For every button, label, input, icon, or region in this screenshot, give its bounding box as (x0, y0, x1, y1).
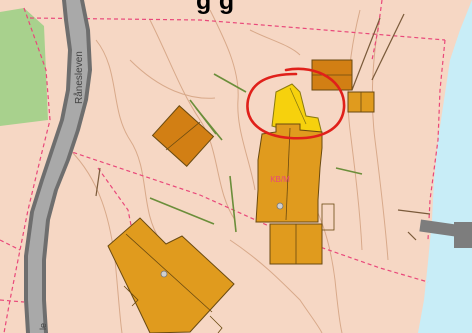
building-label: KB/M (270, 175, 290, 184)
water-area (418, 0, 472, 333)
dark-line-features (95, 13, 431, 241)
annotation-circle (246, 67, 346, 140)
green-area (0, 8, 48, 126)
building-top-right (311, 59, 353, 91)
building-small-right (347, 91, 375, 113)
building-bottom-left (107, 217, 235, 333)
road-bottom-label: le (38, 323, 48, 330)
map-title-fragment: g g (196, 0, 235, 15)
vegetation-lines (149, 73, 363, 233)
main-building (255, 123, 335, 265)
road-fill (28, 0, 88, 333)
contour-lines (69, 9, 389, 333)
road-name-label: Rånesleven (73, 51, 85, 104)
building-diamond (151, 105, 215, 167)
pier (419, 219, 472, 248)
